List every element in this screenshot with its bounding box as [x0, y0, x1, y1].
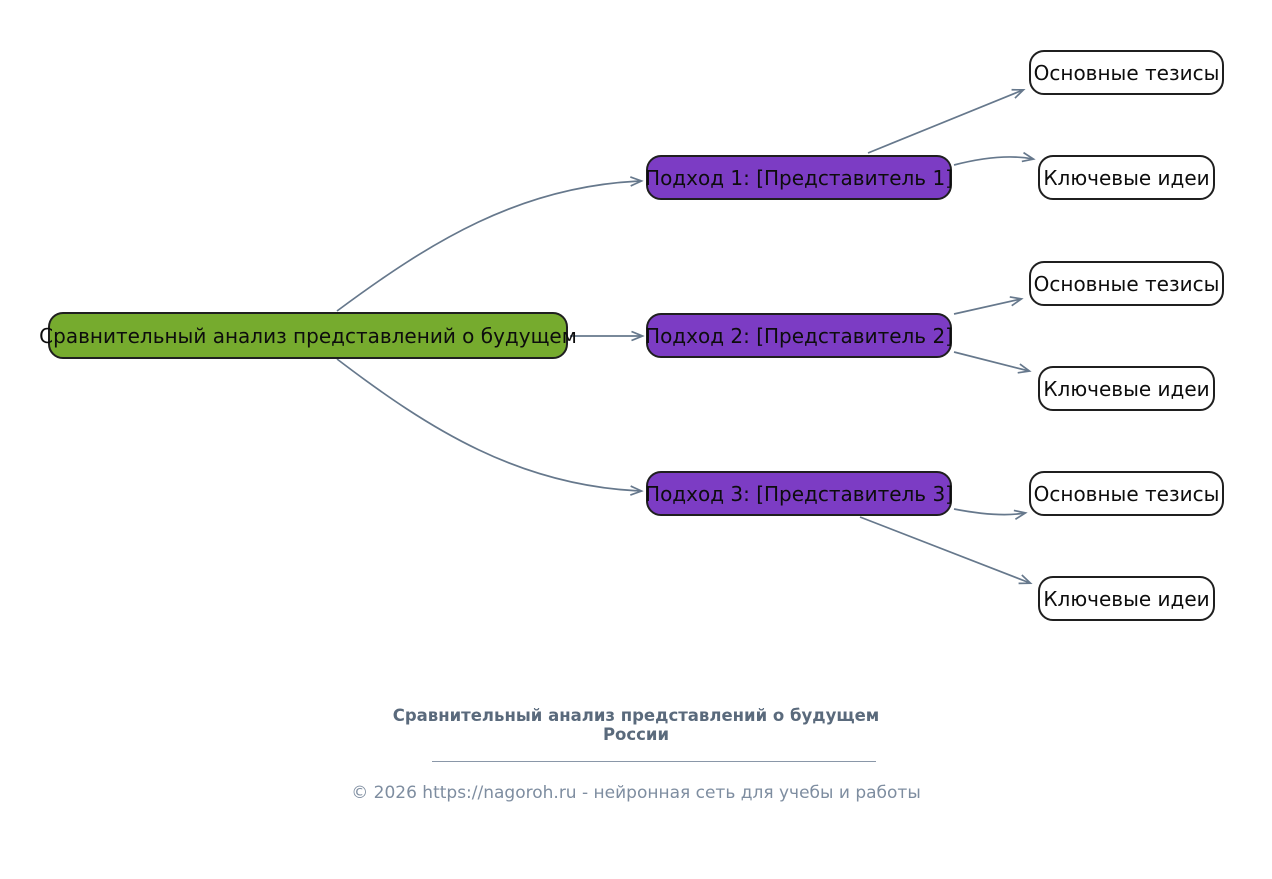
leaf-node-3-ideas: Ключевые идеи	[1038, 576, 1215, 621]
footer-title-line2: России	[602, 725, 670, 744]
edge-root-branch1	[336, 181, 641, 312]
footer-divider	[432, 761, 876, 762]
leaf-node-1-ideas: Ключевые идеи	[1038, 155, 1215, 200]
edge-branch3-theses	[953, 508, 1025, 515]
edge-branch1-theses	[867, 90, 1023, 154]
leaf-node-2-theses: Основные тезисы	[1029, 261, 1224, 306]
footer-title: Сравнительный анализ представлений о буд…	[0, 706, 1272, 744]
edge-root-branch3	[336, 358, 641, 491]
branch-node-1: Подход 1: [Представитель 1]	[645, 155, 953, 200]
branch-node-2: Подход 2: [Представитель 2]	[645, 313, 953, 358]
footer-copyright: © 2026 https://nagoroh.ru - нейронная се…	[351, 783, 921, 803]
edge-branch2-theses	[953, 299, 1021, 315]
edge-branch3-ideas	[859, 516, 1030, 583]
edge-branch1-ideas	[953, 157, 1033, 166]
leaf-node-2-ideas: Ключевые идеи	[1038, 366, 1215, 411]
leaf-node-3-theses: Основные тезисы	[1029, 471, 1224, 516]
edge-branch2-ideas	[953, 351, 1029, 371]
leaf-node-1-theses: Основные тезисы	[1029, 50, 1224, 95]
root-node: Сравнительный анализ представлений о буд…	[39, 312, 577, 359]
branch-node-3: Подход 3: [Представитель 3]	[645, 471, 953, 516]
footer-title-line1: Сравнительный анализ представлений о буд…	[392, 706, 880, 725]
